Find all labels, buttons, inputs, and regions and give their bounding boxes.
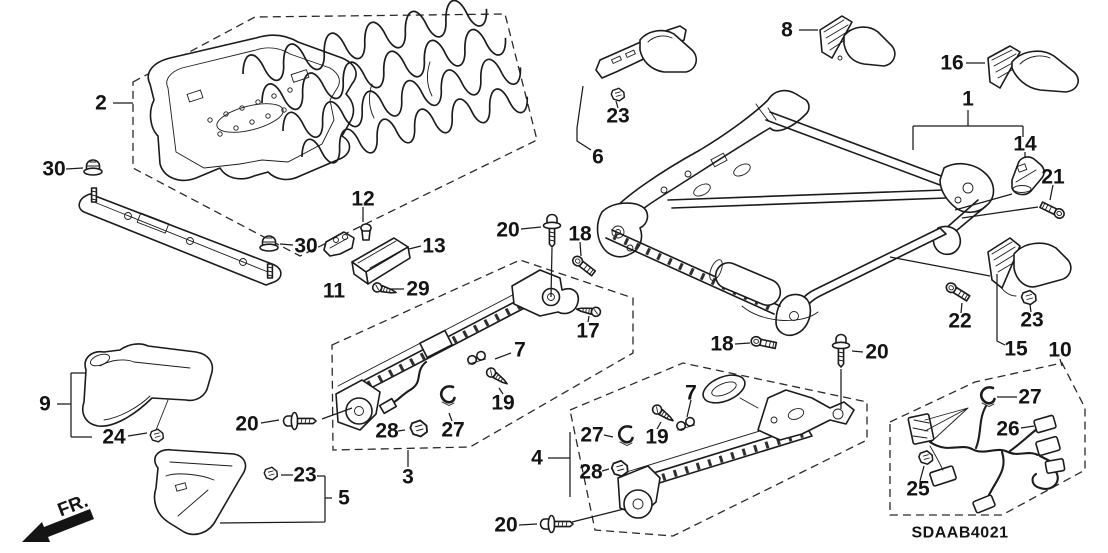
diagram-code: SDAAB4021 bbox=[912, 525, 1009, 542]
grommet-12 bbox=[360, 223, 372, 241]
callout-20-c[interactable]: 20 bbox=[865, 341, 888, 364]
slide-rail-assembly-3 bbox=[335, 269, 580, 431]
callout-26[interactable]: 26 bbox=[996, 418, 1019, 441]
callout-6[interactable]: 6 bbox=[592, 146, 604, 169]
callout-17[interactable]: 17 bbox=[576, 320, 599, 343]
seat-belt-bracket-14 bbox=[1011, 156, 1045, 196]
clip-icon-24 bbox=[149, 428, 165, 443]
control-unit-13 bbox=[351, 237, 411, 285]
callout-7-a[interactable]: 7 bbox=[514, 339, 526, 362]
sensor-bracket-11 bbox=[323, 231, 355, 257]
side-cover-9 bbox=[82, 343, 214, 431]
callout-22[interactable]: 22 bbox=[948, 310, 971, 333]
seat-adjuster-frame-1 bbox=[596, 89, 995, 337]
fr-arrow-icon bbox=[22, 509, 94, 542]
pan-rivet-holes bbox=[186, 69, 310, 137]
callout-19-b[interactable]: 19 bbox=[645, 426, 668, 449]
callout-28-a[interactable]: 28 bbox=[375, 420, 399, 443]
dashed-box-part10 bbox=[889, 362, 1086, 516]
callout-23-c[interactable]: 23 bbox=[1020, 309, 1043, 332]
dashed-box-part4 bbox=[569, 362, 868, 537]
callout-15[interactable]: 15 bbox=[1004, 338, 1028, 361]
rail-end-cover-8 bbox=[819, 15, 896, 67]
rail-end-cover-16 bbox=[987, 45, 1079, 93]
callout-7-b[interactable]: 7 bbox=[685, 382, 697, 405]
dashed-group-boxes bbox=[132, 13, 1086, 537]
callout-20-a[interactable]: 20 bbox=[496, 219, 519, 242]
side-cover-5 bbox=[153, 448, 247, 536]
leader-lines bbox=[57, 29, 1063, 526]
seat-spring-mat bbox=[237, 0, 532, 172]
callout-12[interactable]: 12 bbox=[351, 188, 374, 211]
callout-28-b[interactable]: 28 bbox=[579, 461, 603, 484]
clip-icon-23c bbox=[1020, 289, 1037, 306]
callout-30-a[interactable]: 30 bbox=[42, 158, 65, 181]
callout-14[interactable]: 14 bbox=[1013, 133, 1037, 156]
callout-13[interactable]: 13 bbox=[422, 235, 445, 258]
callout-18-a[interactable]: 18 bbox=[568, 223, 592, 246]
callout-29[interactable]: 29 bbox=[406, 278, 429, 301]
callout-4[interactable]: 4 bbox=[531, 447, 543, 470]
rail-cover-6 bbox=[595, 25, 698, 79]
dashed-box-part3 bbox=[331, 259, 634, 451]
callout-21[interactable]: 21 bbox=[1041, 166, 1065, 189]
stud-icon bbox=[266, 263, 274, 279]
callout-10[interactable]: 10 bbox=[1048, 339, 1071, 362]
rail-end-cover-15 bbox=[987, 237, 1072, 297]
callout-23-d[interactable]: 23 bbox=[293, 464, 316, 487]
callout-19-a[interactable]: 19 bbox=[491, 392, 514, 415]
clip-icon-25 bbox=[918, 450, 934, 465]
callout-9[interactable]: 9 bbox=[39, 393, 51, 416]
callout-27-a[interactable]: 27 bbox=[441, 419, 464, 442]
stud-icon bbox=[90, 187, 98, 203]
wire-harness-10 bbox=[907, 404, 1066, 514]
callout-23-a[interactable]: 23 bbox=[606, 105, 629, 128]
callout-3[interactable]: 3 bbox=[402, 466, 414, 489]
clip-icon-23d bbox=[263, 466, 279, 481]
callout-20-b[interactable]: 20 bbox=[235, 413, 258, 436]
callout-11[interactable]: 11 bbox=[323, 280, 346, 303]
slide-rail-assembly-4 bbox=[617, 374, 855, 519]
callout-20-d[interactable]: 20 bbox=[494, 514, 517, 537]
clip-icon-28a bbox=[409, 419, 428, 438]
callout-16[interactable]: 16 bbox=[940, 52, 963, 75]
callout-27-b[interactable]: 27 bbox=[580, 424, 603, 447]
callout-5[interactable]: 5 bbox=[338, 487, 350, 510]
callout-27-c[interactable]: 27 bbox=[1018, 386, 1041, 409]
callout-25[interactable]: 25 bbox=[906, 478, 930, 501]
callout-2[interactable]: 2 bbox=[95, 92, 107, 115]
callout-8[interactable]: 8 bbox=[781, 19, 793, 42]
callout-labels: 2 30 30 12 13 11 29 20 18 17 6 23 8 16 1… bbox=[39, 19, 1072, 537]
callout-24[interactable]: 24 bbox=[102, 426, 126, 449]
callout-18-b[interactable]: 18 bbox=[710, 333, 734, 356]
clip-icon-23a bbox=[610, 87, 626, 102]
callout-1[interactable]: 1 bbox=[962, 88, 974, 111]
front-mount-strip bbox=[78, 159, 282, 286]
clip-icon-28b bbox=[610, 459, 629, 478]
callout-30-b[interactable]: 30 bbox=[294, 235, 317, 258]
